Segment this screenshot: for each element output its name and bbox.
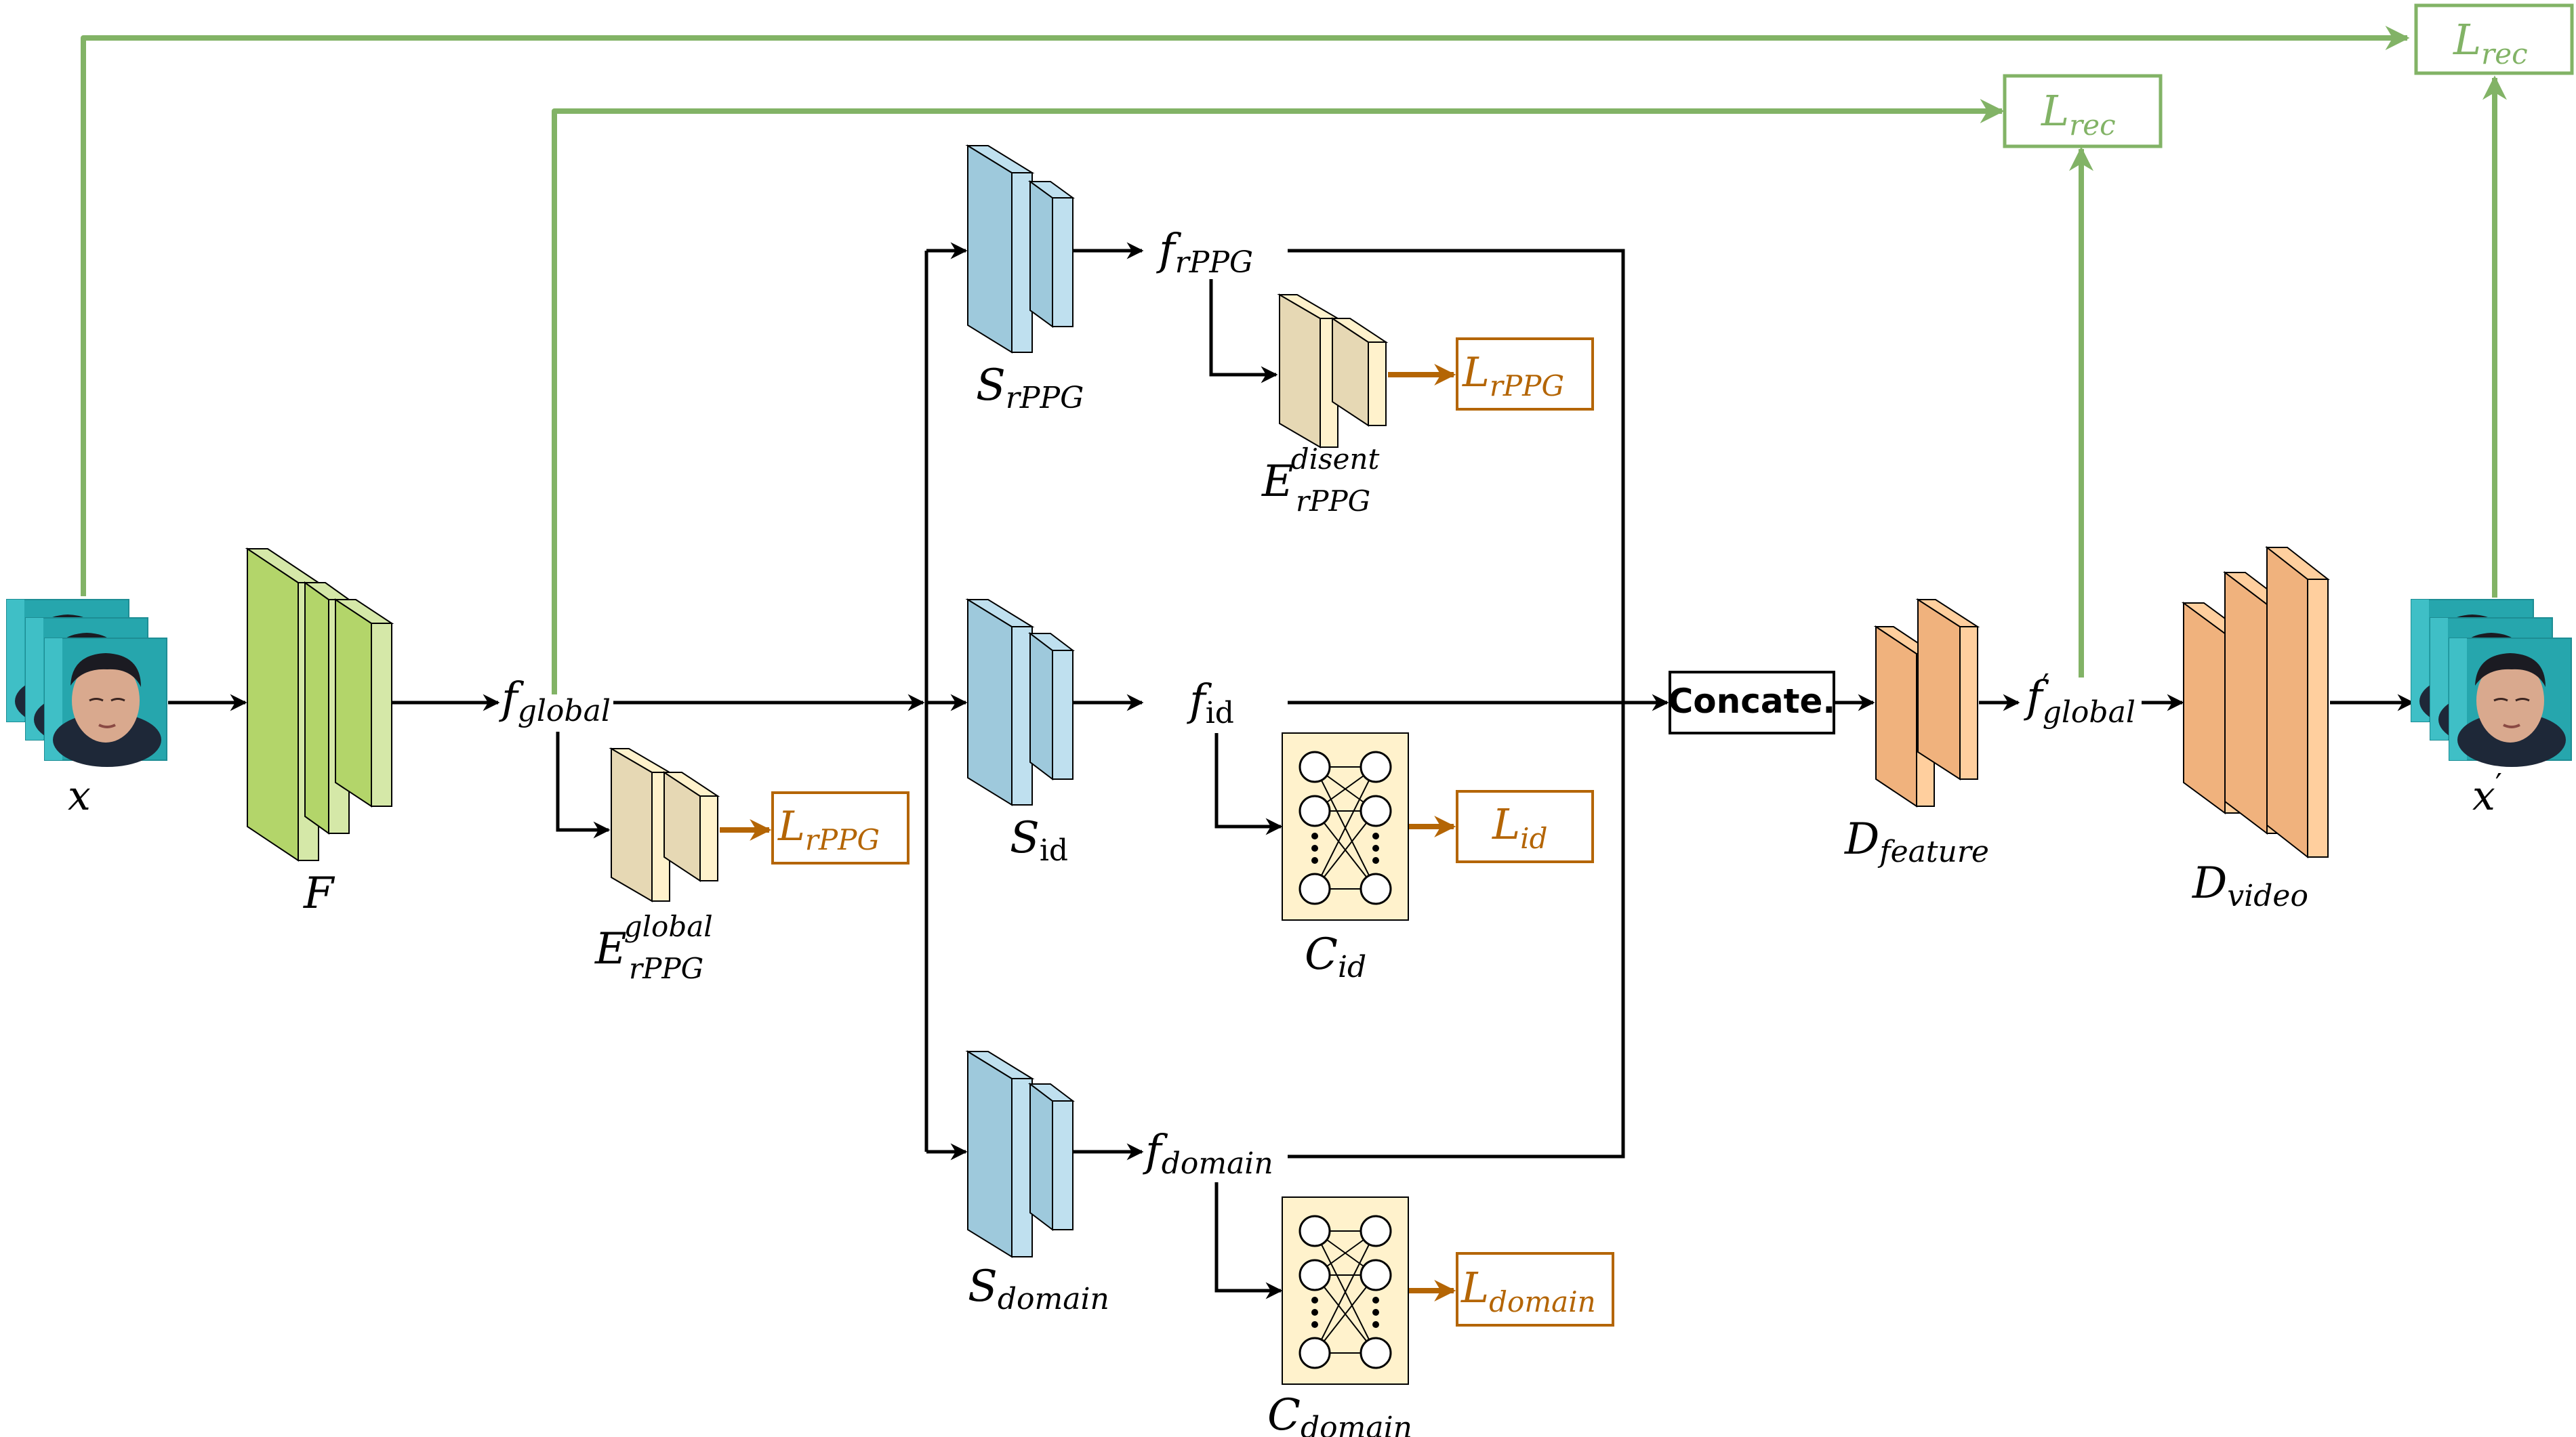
arrow-fid-to-c-id bbox=[1214, 733, 1283, 835]
loss-rec-outer: Lrec bbox=[2453, 15, 2528, 70]
flow-arrows bbox=[168, 242, 2415, 1299]
loss-rppg-global: LrPPG bbox=[777, 803, 880, 856]
label-x-prime: x′ bbox=[2472, 768, 2502, 820]
label-s-domain: Sdomain bbox=[968, 1262, 1109, 1316]
feature-decoder-block bbox=[1873, 598, 1980, 808]
label-c-domain: Cdomain bbox=[1267, 1390, 1412, 1437]
classifier-id-network bbox=[1281, 732, 1410, 921]
estimator-global-block bbox=[609, 747, 720, 902]
line-fdomain-to-concat bbox=[1288, 703, 1625, 1159]
label-s-id: Sid bbox=[1010, 813, 1068, 868]
recon-arrow-inner bbox=[552, 99, 2005, 694]
video-decoder-block bbox=[2181, 545, 2330, 859]
output-video-frames bbox=[2410, 598, 2573, 768]
splitter-id-block bbox=[965, 598, 1075, 806]
label-d-feature: Dfeature bbox=[1844, 814, 1989, 869]
label-f-global: fglobal bbox=[499, 673, 611, 728]
label-f-domain: fdomain bbox=[1143, 1126, 1273, 1181]
loss-arrows bbox=[720, 364, 1456, 1301]
loss-rec-inner: Lrec bbox=[2041, 86, 2116, 142]
splitter-domain-block bbox=[965, 1050, 1075, 1258]
arrow-fglobal-to-e-global bbox=[556, 732, 611, 839]
estimator-disent-block bbox=[1277, 293, 1389, 449]
reconstruction-paths bbox=[81, 26, 2507, 694]
arrow-fdomain-to-c-domain bbox=[1214, 1182, 1283, 1299]
loss-boxes: Lrec Lrec LrPPG LrPPG Lid Ldomain bbox=[771, 3, 2574, 1327]
label-f-rppg: frPPG bbox=[1156, 225, 1253, 280]
encoder-f-block bbox=[245, 547, 394, 862]
arrow-frppg-to-e-disent bbox=[1209, 279, 1278, 383]
label-f-id: fid bbox=[1187, 675, 1234, 730]
recon-arrow-outer bbox=[81, 26, 2410, 596]
concat-label: Concate. bbox=[1669, 682, 1836, 721]
label-c-id: Cid bbox=[1305, 930, 1366, 984]
label-f-global-prime: f′global bbox=[2024, 668, 2135, 730]
label-s-rppg: SrPPG bbox=[976, 360, 1084, 415]
loss-domain: Ldomain bbox=[1460, 1263, 1596, 1318]
concat-node: Concate. bbox=[1669, 671, 1836, 734]
component-labels: x x′ F fglobal frPPG fid fdomain f′globa… bbox=[68, 225, 2502, 1437]
label-d-video: Dvideo bbox=[2192, 858, 2308, 913]
line-frppg-to-concat bbox=[1288, 249, 1625, 703]
loss-rppg-disent: LrPPG bbox=[1462, 349, 1564, 402]
classifier-domain-network bbox=[1281, 1196, 1410, 1386]
label-x: x bbox=[68, 772, 91, 820]
input-video-frames bbox=[5, 598, 168, 768]
splitter-rppg-block bbox=[965, 144, 1076, 354]
loss-id: Lid bbox=[1492, 799, 1548, 855]
label-f-encoder: F bbox=[303, 869, 335, 919]
